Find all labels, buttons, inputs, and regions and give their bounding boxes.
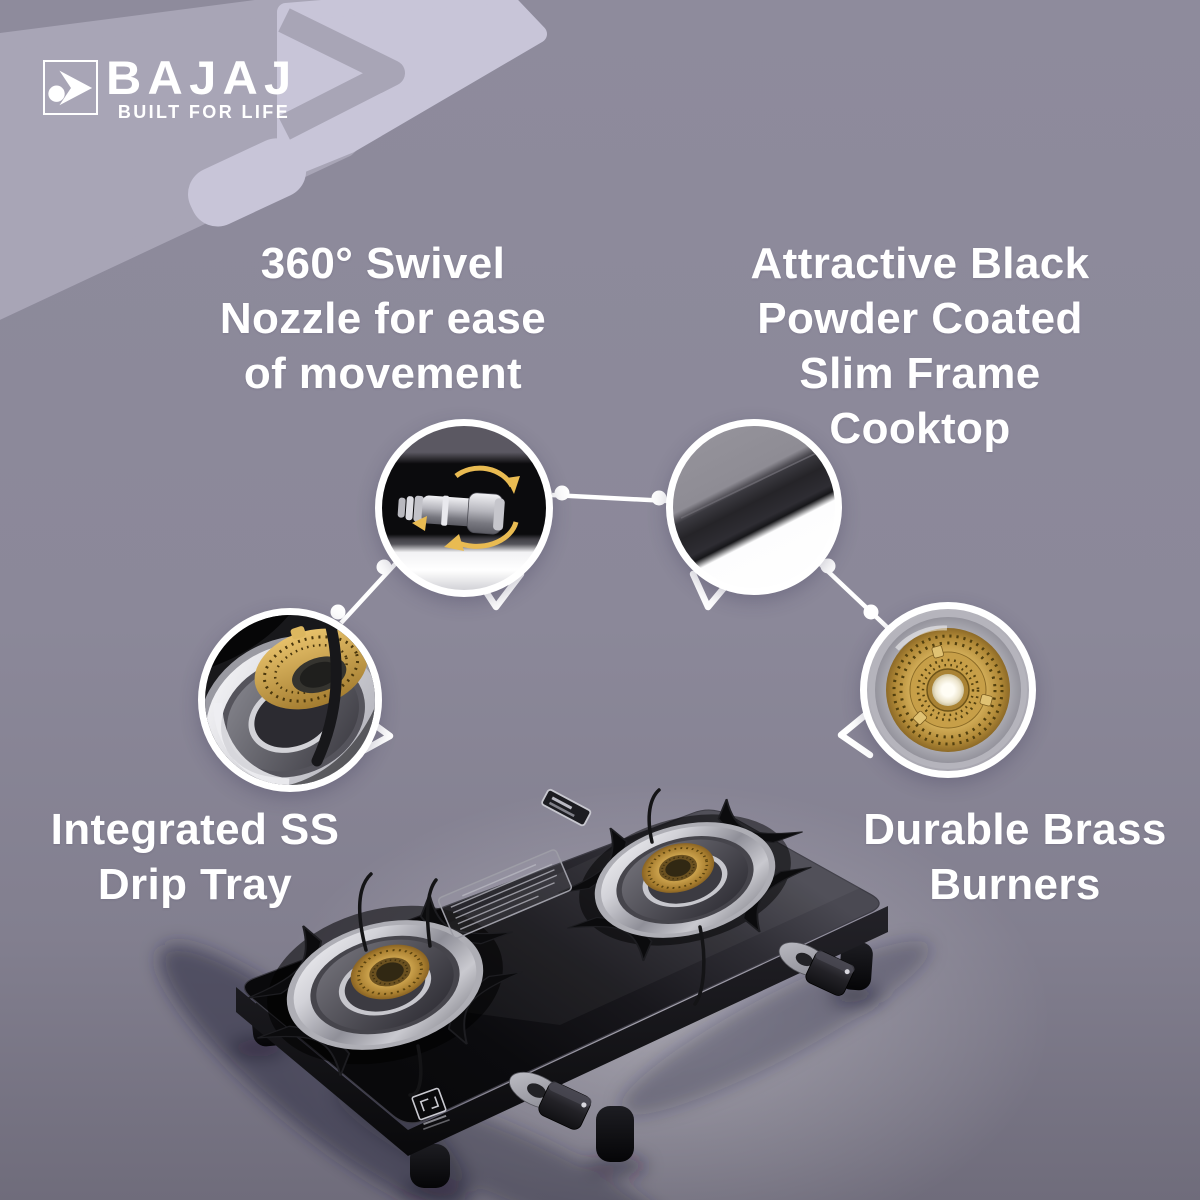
callout-brass-burner-circle — [860, 602, 1036, 778]
brand-logo: BAJAJ BUILT FOR LIFE — [43, 54, 291, 123]
isi-mark — [411, 1087, 450, 1131]
decor-chevron-slit — [278, 8, 405, 140]
right-burner — [557, 798, 813, 962]
pan-support-prongs — [357, 788, 706, 1097]
nozzle-rotation-illustration — [397, 465, 520, 551]
feature-swivel-nozzle-text: 360° Swivel Nozzle for ease of movement — [219, 239, 547, 398]
warning-label — [437, 849, 573, 939]
brand-badge — [541, 788, 592, 827]
brass-burner-illustration — [869, 611, 1027, 769]
control-knob-right — [778, 941, 855, 996]
callout-nozzle-circle — [375, 419, 553, 597]
left-burner — [246, 893, 524, 1077]
pointer-frame — [689, 570, 732, 611]
bajaj-arrow-icon — [43, 60, 98, 115]
decor-echo-stripe — [188, 138, 307, 227]
brand-name: BAJAJ — [106, 51, 298, 104]
feature-drip-tray-text: Integrated SS Drip Tray — [50, 805, 340, 909]
callout-frame-circle — [666, 419, 842, 595]
pointer-brass — [837, 708, 874, 759]
brand-tagline: BUILT FOR LIFE — [117, 102, 291, 122]
right-brass-burner — [641, 843, 715, 893]
left-brass-burner — [350, 944, 430, 1000]
callout-drip-tray-circle — [198, 608, 382, 792]
control-knob-left — [509, 1071, 592, 1130]
frame-edge-illustration — [680, 447, 828, 519]
feature-brass-burners-text: Durable Brass Burners — [863, 805, 1167, 909]
drip-tray-illustration — [205, 615, 375, 785]
feature-slim-frame-text: Attractive Black Powder Coated Slim Fram… — [750, 239, 1090, 453]
